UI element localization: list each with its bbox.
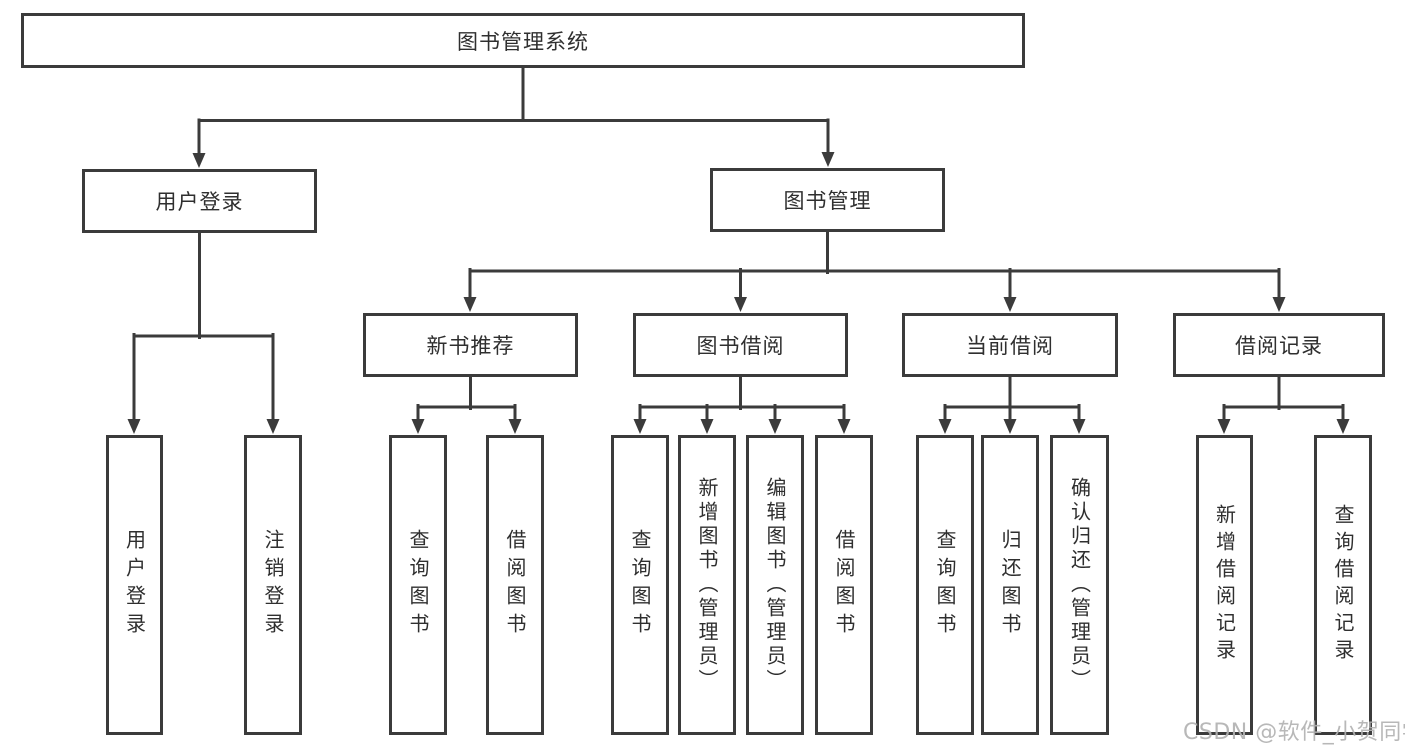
- node-label: 图书管理系统: [457, 29, 589, 54]
- node-label: 新书推荐: [426, 334, 515, 358]
- node-label: 确认归还（管理员）: [1067, 477, 1092, 693]
- node-book-borrow: 图书借阅: [633, 313, 848, 377]
- node-label: 查询图书: [628, 529, 652, 641]
- node-label: 注销登录: [261, 529, 285, 641]
- node-label: 借阅图书: [503, 529, 527, 641]
- node-current-borrow: 当前借阅: [902, 313, 1118, 377]
- leaf-logout-login: 注销登录: [244, 435, 302, 735]
- node-new-book-recommend: 新书推荐: [363, 313, 578, 377]
- node-label: 新增借阅记录: [1212, 504, 1237, 666]
- leaf-query-books-1: 查询图书: [389, 435, 447, 735]
- leaf-add-borrow-record: 新增借阅记录: [1196, 435, 1253, 735]
- leaf-add-book-admin: 新增图书（管理员）: [678, 435, 736, 735]
- node-library-system: 图书管理系统: [21, 13, 1025, 68]
- node-label: 用户登录: [155, 190, 244, 214]
- node-label: 新增图书（管理员）: [695, 477, 719, 693]
- leaf-user-login: 用户登录: [106, 435, 163, 735]
- leaf-borrow-books-2: 借阅图书: [815, 435, 873, 735]
- leaf-edit-book-admin: 编辑图书（管理员）: [746, 435, 804, 735]
- leaf-query-books-2: 查询图书: [611, 435, 669, 735]
- node-label: 编辑图书（管理员）: [763, 477, 787, 693]
- node-label: 图书管理: [783, 189, 872, 213]
- leaf-query-borrow-record: 查询借阅记录: [1314, 435, 1372, 735]
- node-label: 查询借阅记录: [1331, 504, 1355, 666]
- leaf-query-books-3: 查询图书: [916, 435, 974, 735]
- csdn-watermark: CSDN @软件_小贺同学: [1183, 720, 1405, 745]
- node-label: 查询图书: [406, 529, 430, 641]
- node-book-management: 图书管理: [710, 168, 945, 232]
- node-label: 借阅图书: [832, 529, 856, 641]
- leaf-borrow-books-1: 借阅图书: [486, 435, 544, 735]
- node-label: 图书借阅: [696, 334, 785, 358]
- node-borrow-records: 借阅记录: [1173, 313, 1385, 377]
- leaf-confirm-return-admin: 确认归还（管理员）: [1050, 435, 1109, 735]
- node-label: 当前借阅: [966, 334, 1054, 358]
- node-label: 归还图书: [998, 529, 1022, 641]
- node-user-login: 用户登录: [82, 169, 317, 233]
- node-label: 用户登录: [122, 529, 147, 641]
- node-label: 借阅记录: [1235, 334, 1323, 358]
- leaf-return-books: 归还图书: [981, 435, 1039, 735]
- node-label: 查询图书: [933, 529, 957, 641]
